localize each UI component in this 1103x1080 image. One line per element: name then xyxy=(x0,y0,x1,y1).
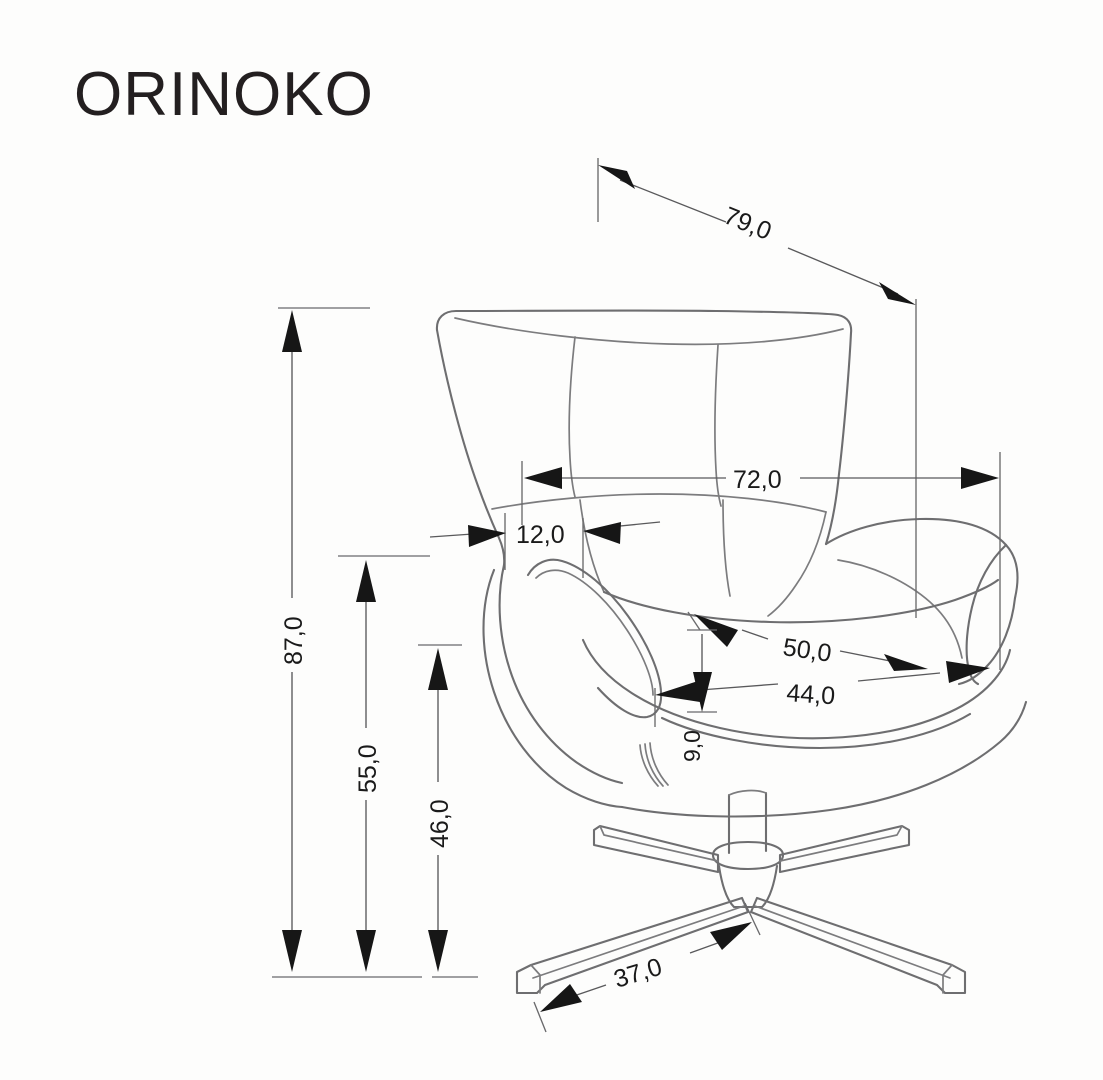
dimension-backrest-height: 55,0 xyxy=(338,555,430,972)
arrow-46-down xyxy=(428,930,448,972)
dim-label-46: 46,0 xyxy=(426,799,454,848)
arrow-44-right xyxy=(946,661,990,683)
arrow-9-down xyxy=(693,672,712,712)
base-hub xyxy=(717,864,779,909)
base-leg-front-left-edge xyxy=(530,964,541,994)
dimension-cushion-thickness: 9,0 xyxy=(679,629,717,762)
dim-label-79: 79,0 xyxy=(720,202,776,246)
dimension-seat-width: 50,0 xyxy=(687,611,928,671)
base-leg-front-left xyxy=(515,896,750,995)
arrow-37-right xyxy=(710,922,752,950)
arrow-12-left xyxy=(468,525,506,547)
ext-line-37-right xyxy=(744,902,761,936)
dim-label-50: 50,0 xyxy=(781,633,833,668)
backrest-seam-v4 xyxy=(722,499,731,597)
base-leg-front-left-seam xyxy=(532,905,745,979)
arrow-50-right xyxy=(884,654,928,671)
arrow-79-left xyxy=(598,165,635,189)
arrow-72-right xyxy=(961,467,999,489)
backrest-top-seam xyxy=(454,317,844,346)
base-leg-front-right xyxy=(749,896,967,995)
arrow-44-left xyxy=(655,681,700,702)
arrow-87-up xyxy=(282,310,302,352)
seat-rim-front xyxy=(581,638,1012,740)
ext-line-50-start xyxy=(687,611,701,631)
dimension-overall-depth: 79,0 xyxy=(597,158,917,618)
page-title: ORINOKO xyxy=(74,60,374,129)
dim-line-50-a xyxy=(741,629,769,640)
dimension-seat-height: 46,0 xyxy=(418,644,462,972)
backrest-outline xyxy=(435,309,853,546)
dim-label-12: 12,0 xyxy=(516,521,565,549)
right-arm-seam xyxy=(837,559,963,659)
column-collar xyxy=(711,840,785,871)
body-shell-bottom xyxy=(620,700,1028,818)
dim-line-79-b xyxy=(787,247,899,295)
backrest-seam-v5 xyxy=(767,511,827,617)
dim-label-72: 72,0 xyxy=(733,466,782,494)
base-leg-back-right xyxy=(778,824,911,874)
seat-stitch-1 xyxy=(639,744,659,787)
arrow-55-up xyxy=(356,560,376,602)
body-shell-left xyxy=(482,568,624,809)
base-leg-back-left xyxy=(592,824,720,874)
dim-line-79-a xyxy=(619,179,727,223)
dimension-armrest-thickness: 12,0 xyxy=(429,513,661,578)
chair-illustration xyxy=(435,309,1028,995)
dim-label-87: 87,0 xyxy=(280,616,308,665)
dim-label-44: 44,0 xyxy=(786,679,837,710)
dim-line-44-b xyxy=(857,672,941,682)
dim-line-50-b xyxy=(839,650,891,662)
backrest-lower-seam xyxy=(491,493,827,513)
arrow-87-down xyxy=(282,930,302,972)
seat-rim-outer xyxy=(602,578,1000,624)
right-armrest-inner xyxy=(965,543,1008,686)
dimension-overall-width: 72,0 xyxy=(521,452,1001,670)
base-leg-front-right-edge xyxy=(942,964,953,994)
gas-lift-top xyxy=(728,789,767,796)
dim-label-9: 9,0 xyxy=(679,730,705,762)
seat-cushion-edge xyxy=(660,712,972,750)
arrow-12-right xyxy=(583,522,621,544)
seat-stitch-3 xyxy=(649,742,669,786)
seat-bowl-left xyxy=(498,563,624,785)
left-armrest-pad-inner xyxy=(535,569,654,696)
base-leg-front-right-seam xyxy=(754,905,951,979)
seat-stitch-2 xyxy=(644,743,664,787)
dim-line-44-a xyxy=(699,683,779,691)
arrow-72-left xyxy=(524,467,562,489)
left-armrest-pad-outer xyxy=(526,558,663,719)
backrest-seam-v2 xyxy=(714,344,722,507)
dimension-seat-depth: 44,0 xyxy=(654,661,990,727)
backrest-right-wing xyxy=(824,517,1019,600)
arrow-37-left xyxy=(540,984,582,1012)
base-leg-back-right-edge xyxy=(779,825,903,862)
dimension-base-leg-span: 37,0 xyxy=(533,902,761,1033)
dimension-overall-height: 87,0 xyxy=(278,307,370,972)
dim-label-55: 55,0 xyxy=(354,744,382,793)
backrest-left-wing xyxy=(435,328,506,567)
right-armrest-outer xyxy=(957,596,1017,686)
backrest-seam-v1 xyxy=(568,336,576,498)
arrow-79-right xyxy=(879,282,916,305)
arrow-55-down xyxy=(356,930,376,972)
ext-line-37-left xyxy=(533,1001,547,1033)
base-leg-back-left-edge xyxy=(599,825,719,862)
arrow-46-up xyxy=(428,648,448,690)
